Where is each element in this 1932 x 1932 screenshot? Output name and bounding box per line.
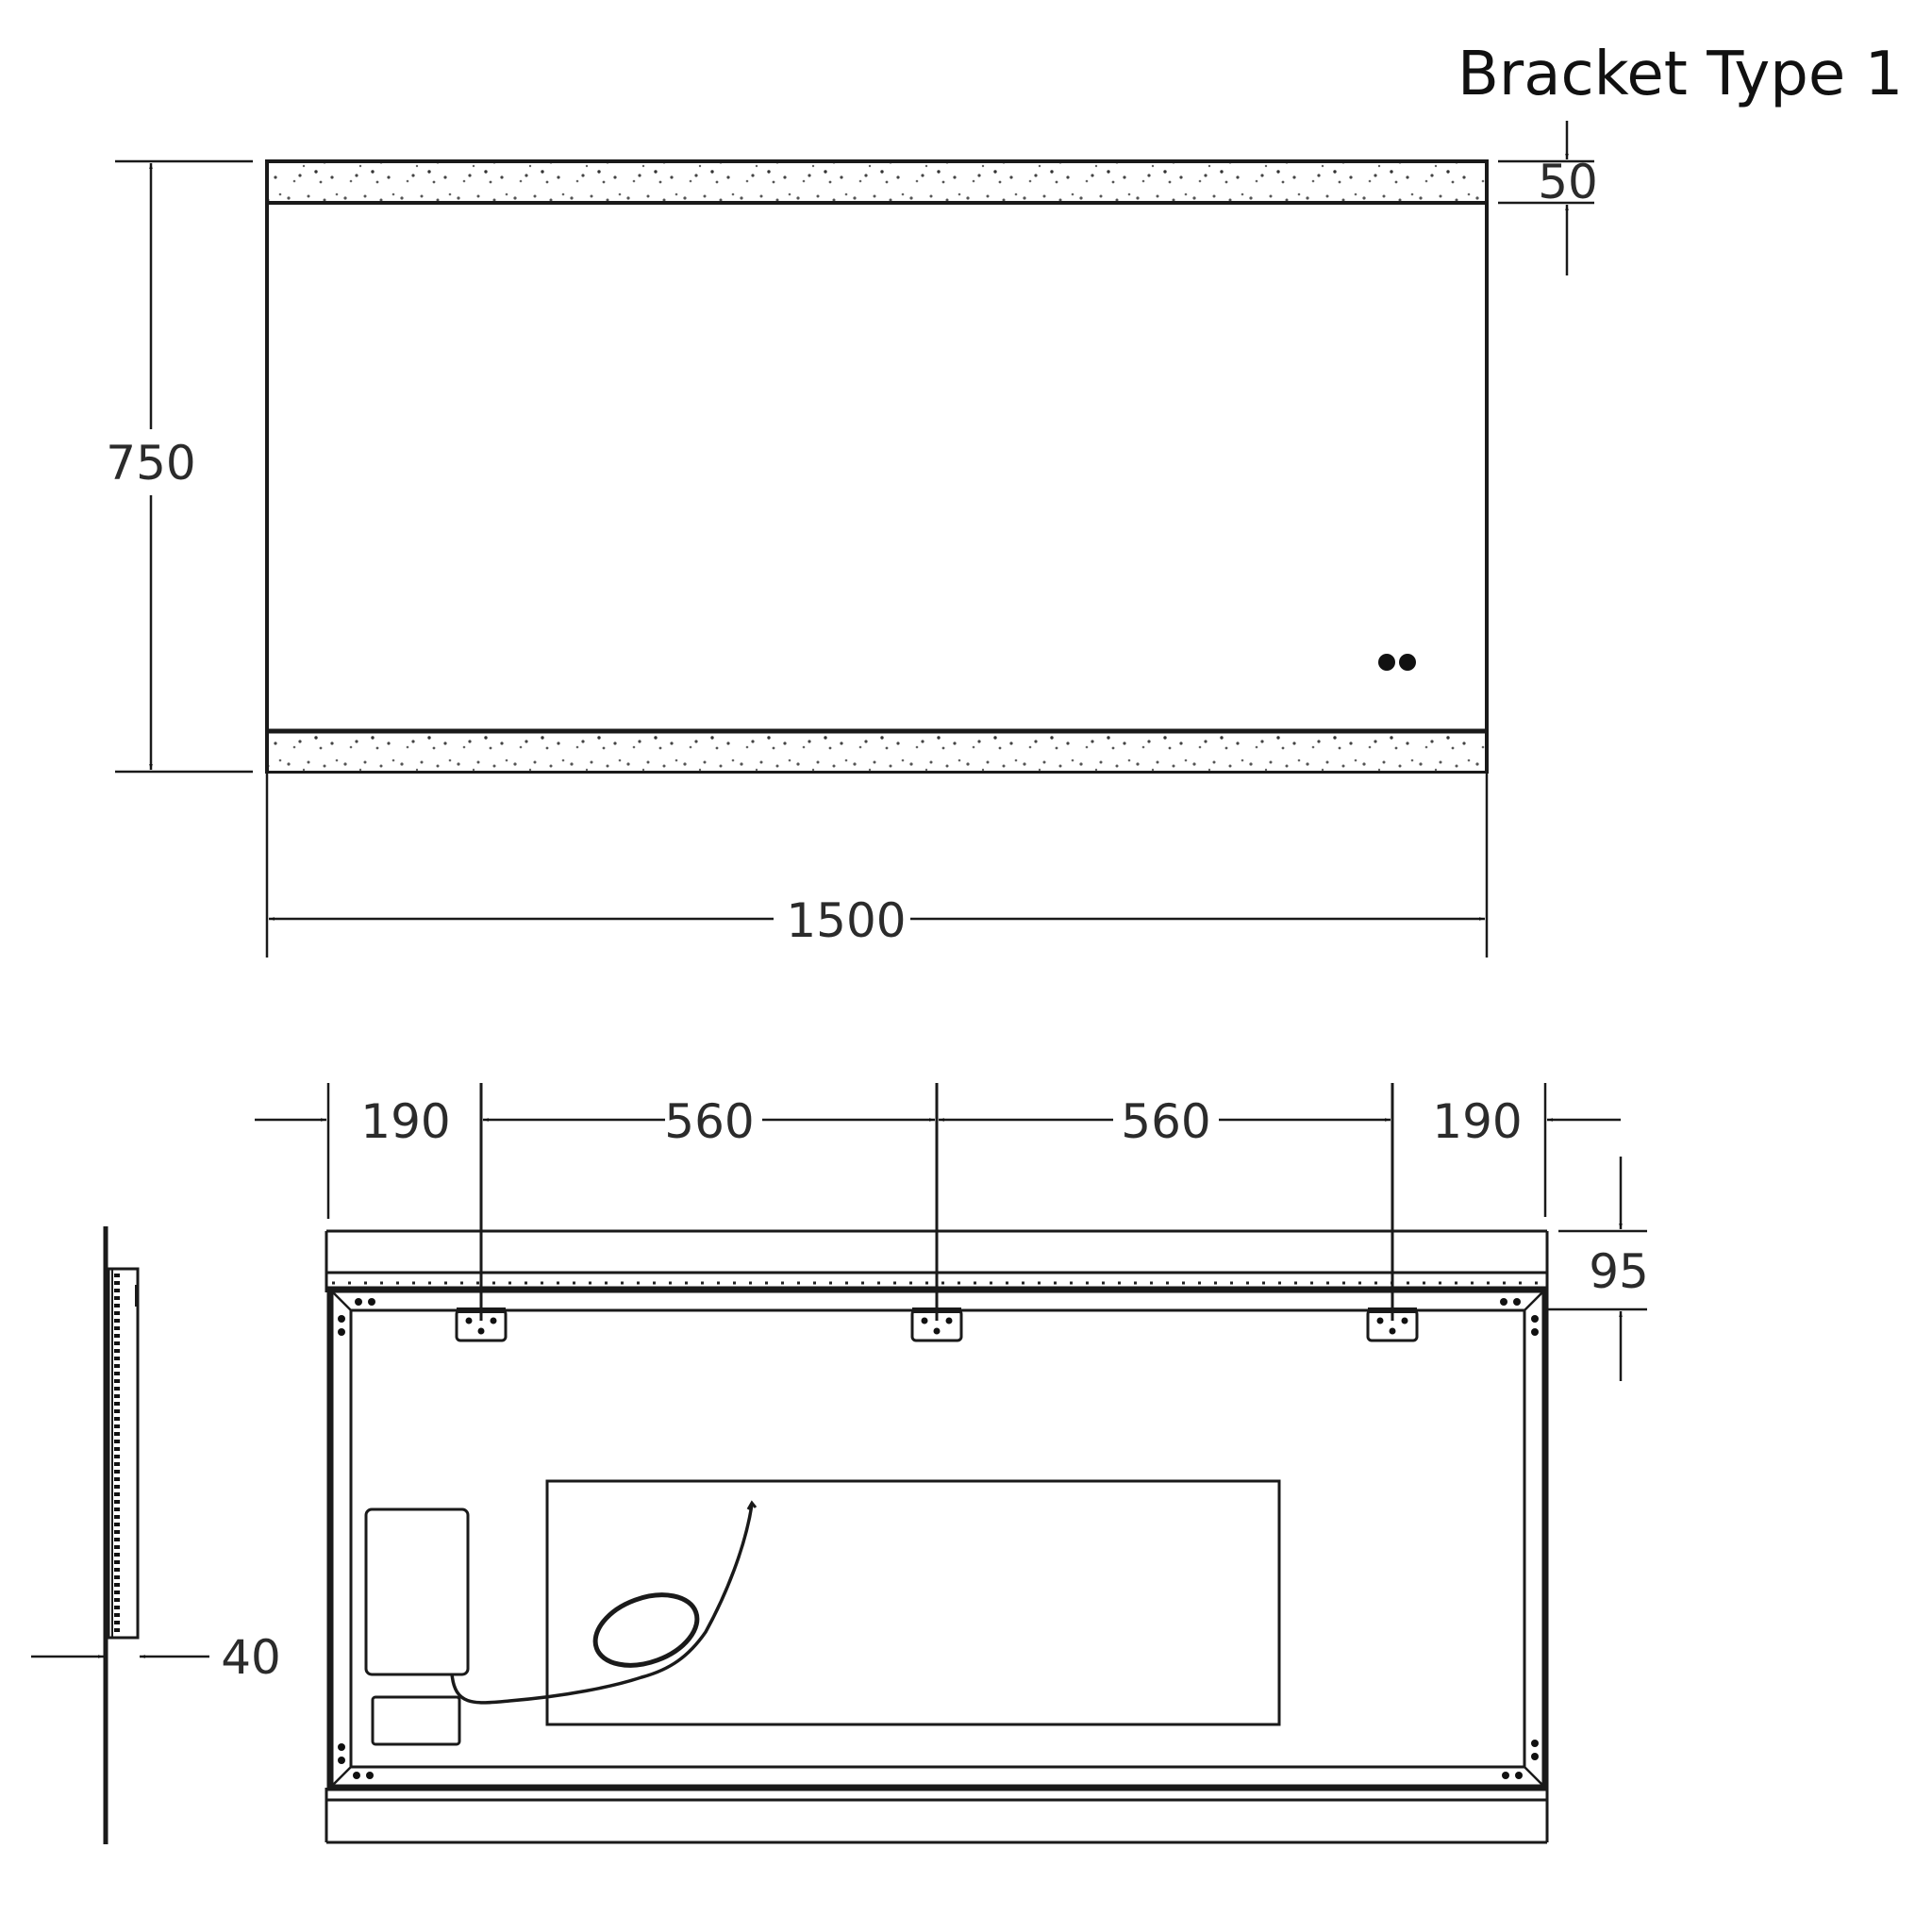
switch-module-box: [371, 1695, 461, 1746]
touch-sensor-icon: [1378, 654, 1416, 671]
cable-coil: [592, 1592, 700, 1668]
mirror-side-profile: [107, 1267, 140, 1640]
height-dimension: 750: [106, 436, 195, 491]
bottom-light-strip: [269, 732, 1485, 771]
power-cable: [450, 1504, 754, 1705]
strip-height-dimension: 50: [1538, 155, 1598, 209]
mirror-back-frame: [326, 1286, 1549, 1791]
spacing-left-190: 190: [360, 1094, 450, 1149]
demister-pad: [545, 1479, 1281, 1726]
width-dimension: 1500: [786, 893, 906, 948]
spacing-560-b: 560: [1121, 1094, 1210, 1149]
side-view: 40: [31, 1226, 281, 1844]
rear-view: 190 560 560 190 95: [255, 1083, 1649, 1844]
front-view: 750 1500 50: [106, 121, 1598, 958]
bracket-offset-dimension: 95: [1589, 1244, 1649, 1299]
spacing-right-190: 190: [1432, 1094, 1522, 1149]
corner-screws: [338, 1298, 1539, 1779]
led-driver-box: [364, 1507, 470, 1676]
spacing-560-a: 560: [664, 1094, 754, 1149]
depth-dimension: 40: [221, 1630, 281, 1685]
top-light-strip: [269, 163, 1485, 203]
drawing-title: Bracket Type 1: [1457, 40, 1904, 109]
mirror-outline: [265, 159, 1489, 774]
